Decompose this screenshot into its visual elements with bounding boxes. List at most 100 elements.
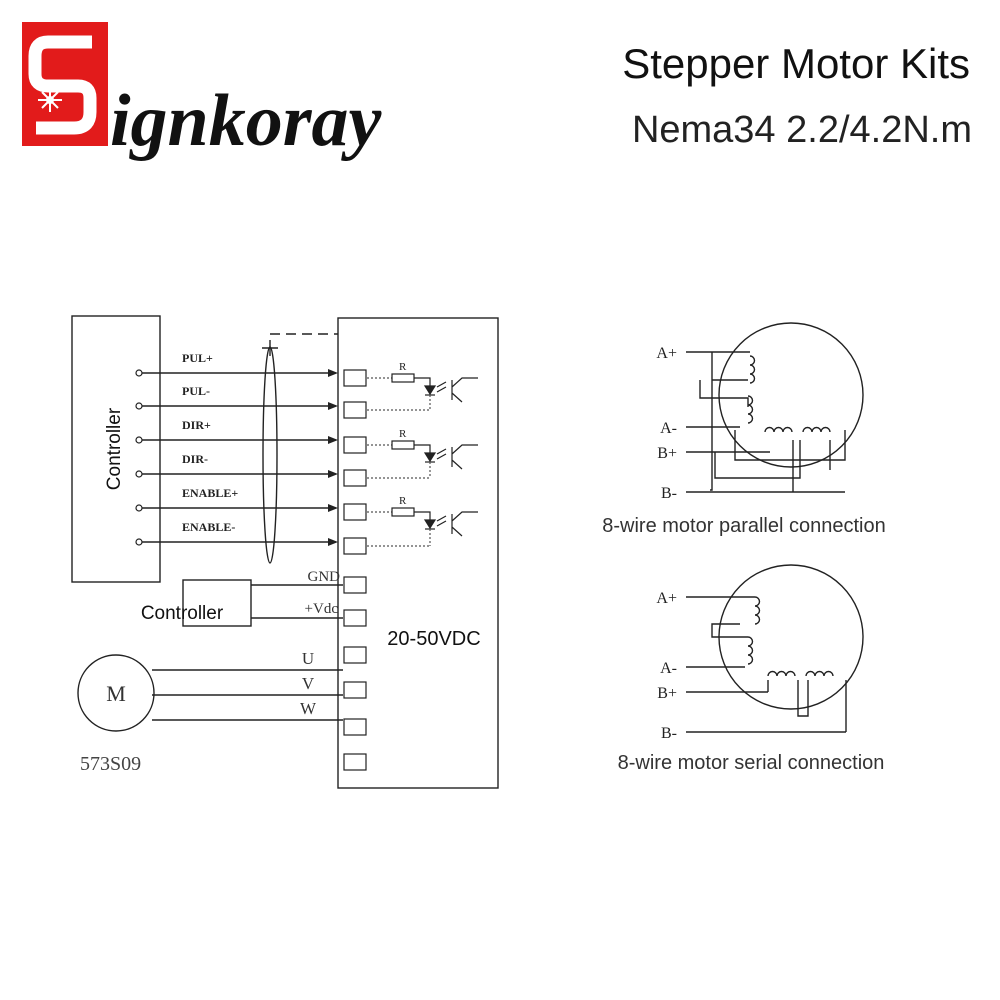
- page-subtitle: Nema34 2.2/4.2N.m: [632, 109, 972, 151]
- phase-label: V: [302, 674, 315, 693]
- motor-model-label: 573S09: [80, 753, 141, 775]
- driver-terminal: [343, 503, 367, 521]
- parallel-motor-circle: [718, 322, 864, 468]
- serial-b-bridge: [767, 680, 847, 732]
- page-title: Stepper Motor Kits: [622, 40, 970, 87]
- signal-label: ENABLE-: [182, 520, 235, 534]
- motor-symbol: M: [106, 681, 126, 706]
- optocoupler-block: R: [367, 428, 478, 479]
- logo-s-glyph: [28, 35, 97, 135]
- led-icon: [423, 452, 437, 463]
- phototransistor-icon: [451, 511, 478, 537]
- light-arrows-icon: [436, 381, 447, 393]
- parallel-b-wires: [714, 430, 846, 492]
- pin-label: B+: [657, 445, 677, 462]
- parallel-coil-a2: [747, 395, 754, 424]
- motor-circle: [77, 654, 155, 732]
- signal-arrow-icon: [328, 369, 338, 377]
- signal-arrow-icon: [328, 436, 338, 444]
- signal-terminal-dot: [135, 402, 143, 410]
- controller-box: [71, 315, 161, 583]
- resistor: [391, 373, 415, 383]
- serial-coil-a1: [754, 596, 761, 625]
- driver-terminal: [343, 609, 367, 627]
- driver-terminal: [343, 469, 367, 487]
- driver-terminal: [343, 537, 367, 555]
- shield-ground-mark: [262, 340, 278, 356]
- resistor-to-led: [414, 444, 431, 453]
- resistor: [391, 440, 415, 450]
- led-icon: [423, 519, 437, 530]
- signal-label: PUL+: [182, 351, 213, 365]
- signal-terminal-dot: [135, 538, 143, 546]
- serial-coil-b1: [767, 670, 796, 677]
- phase-label: W: [300, 699, 317, 718]
- controller-label: Controller: [104, 407, 125, 490]
- phase-label: U: [302, 649, 314, 668]
- pin-label: A+: [656, 590, 677, 607]
- resistor-label: R: [399, 428, 407, 440]
- signal-label: ENABLE+: [182, 486, 238, 500]
- signal-terminal-dot: [135, 369, 143, 377]
- pin-label: A+: [656, 345, 677, 362]
- serial-coil-a2: [747, 636, 754, 665]
- signal-arrow-icon: [328, 504, 338, 512]
- parallel-bridge-wires: [699, 352, 749, 491]
- signal-label: PUL-: [182, 384, 210, 398]
- resistor-to-led: [414, 377, 431, 386]
- driver-terminal: [343, 646, 367, 664]
- serial-lead-wires: [686, 596, 846, 733]
- vdc-label: +Vdc: [305, 601, 339, 617]
- pin-label: A-: [660, 420, 677, 437]
- phototransistor-icon: [451, 377, 478, 403]
- driver-terminal: [343, 369, 367, 387]
- signal-terminal-dot: [135, 470, 143, 478]
- optocoupler-block: R: [367, 495, 478, 547]
- driver-box: [337, 317, 499, 789]
- serial-caption: 8-wire motor serial connection: [618, 752, 885, 774]
- dotted-return-wire: [367, 529, 431, 547]
- optocoupler-block: R: [367, 361, 478, 411]
- phototransistor-icon: [451, 444, 478, 470]
- signal-arrow-icon: [328, 402, 338, 410]
- led-icon: [423, 385, 437, 396]
- brand-logo: ignkoray: [22, 22, 383, 162]
- voltage-label: 20-50VDC: [387, 628, 480, 650]
- driver-terminal: [343, 401, 367, 419]
- signal-arrow-icon: [328, 470, 338, 478]
- light-arrows-icon: [436, 448, 447, 460]
- parallel-coil-b2: [802, 426, 831, 433]
- pin-label: B-: [661, 725, 677, 742]
- pin-label: A-: [660, 660, 677, 677]
- dotted-return-wire: [367, 395, 431, 411]
- signal-terminal-dot: [135, 436, 143, 444]
- dotted-return-wire: [367, 462, 431, 479]
- gnd-label: GND: [308, 569, 341, 585]
- parallel-lead-wires: [686, 351, 845, 493]
- light-arrows-icon: [436, 515, 447, 527]
- signal-label: DIR+: [182, 418, 211, 432]
- driver-terminal: [343, 436, 367, 454]
- logo-sparkle-icon: [38, 88, 62, 112]
- pin-label: B+: [657, 685, 677, 702]
- shield-ellipse: [262, 346, 278, 564]
- driver-wiring-diagram: [71, 315, 499, 789]
- parallel-connection-diagram: [686, 322, 864, 493]
- signal-label: DIR-: [182, 452, 208, 466]
- parallel-coil-a1: [749, 355, 756, 384]
- power-controller-label: Controller: [141, 603, 224, 624]
- serial-a-bridge: [711, 623, 748, 638]
- resistor-to-led: [414, 511, 431, 520]
- pin-label: B-: [661, 485, 677, 502]
- parallel-caption: 8-wire motor parallel connection: [602, 515, 885, 537]
- parallel-coil-b1: [764, 426, 793, 433]
- resistor-label: R: [399, 361, 407, 373]
- logo-wordmark: ignkoray: [110, 80, 383, 162]
- signal-arrow-icon: [328, 538, 338, 546]
- driver-terminal: [343, 718, 367, 736]
- driver-terminal: [343, 681, 367, 699]
- driver-terminal: [343, 753, 367, 771]
- signal-terminal-dot: [135, 504, 143, 512]
- resistor-label: R: [399, 495, 407, 507]
